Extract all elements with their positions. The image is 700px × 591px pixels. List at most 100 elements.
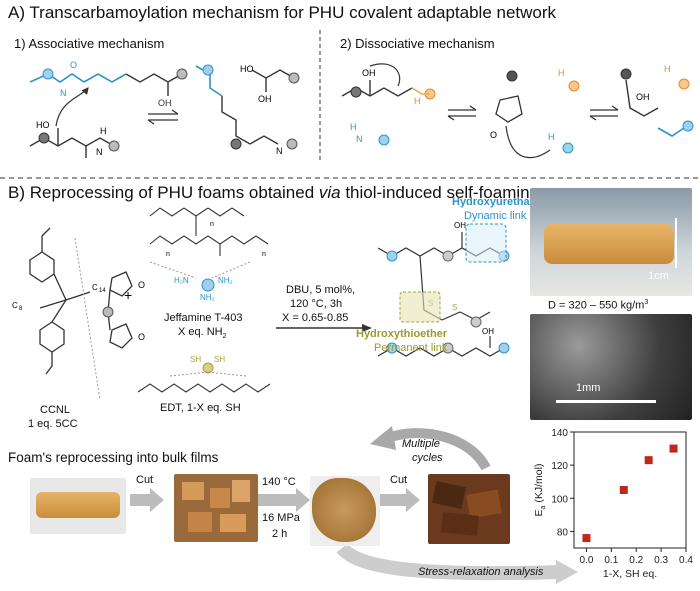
ccnl-label: CCNL [40, 404, 70, 416]
condition-catalyst: DBU, 5 mol%, [286, 284, 356, 296]
svg-text:OH: OH [362, 68, 376, 78]
y-tick-label: 140 [551, 428, 568, 439]
panel-a-title: A) Transcarbamoylation mechanism for PHU… [8, 3, 557, 22]
hydroxythioether-label: Hydroxythioether [356, 328, 448, 340]
data-point [669, 444, 678, 453]
svg-text:OH: OH [454, 221, 466, 230]
data-point [619, 486, 628, 494]
svg-text:N: N [276, 146, 283, 156]
ccnl-eq-label: 1 eq. 5CC [28, 418, 78, 430]
press-pressure: 16 MPa [262, 512, 300, 524]
cut-film-photo [428, 474, 510, 544]
y-tick-label: 120 [551, 461, 568, 472]
jeffamine-eq-label: X eq. NH2 [178, 326, 227, 341]
reprocess-title: Foam's reprocessing into bulk films [8, 450, 219, 465]
associative-reactant-urethane [29, 73, 127, 83]
associative-heading: 1) Associative mechanism [14, 36, 165, 51]
svg-text:S: S [452, 303, 457, 312]
press-temp: 140 °C [262, 476, 296, 488]
svg-text:14: 14 [99, 288, 106, 294]
cut-label-1: Cut [136, 474, 154, 486]
svg-text:O: O [490, 130, 497, 140]
svg-text:SH: SH [214, 355, 225, 364]
plot-frame [573, 431, 687, 549]
svg-text:C: C [92, 283, 98, 292]
svg-text:O: O [138, 280, 145, 290]
svg-text:N: N [60, 88, 67, 98]
svg-text:H: H [548, 132, 555, 142]
x-tick-label: 0.3 [654, 555, 668, 566]
multiple-label: Multiple [402, 438, 440, 450]
x-tick-label: 0.1 [604, 555, 618, 566]
condition-x: X = 0.65-0.85 [282, 312, 349, 324]
svg-text:N: N [96, 147, 103, 157]
cycles-label: cycles [412, 452, 443, 464]
svg-text:N: N [356, 134, 363, 144]
arrow-cut-2 [380, 488, 420, 512]
blue-node [42, 68, 54, 80]
panel-b-title: B) Reprocessing of PHU foams obtained vi… [8, 183, 540, 202]
svg-text:H: H [414, 96, 421, 106]
scale-1mm-label: 1mm [576, 382, 601, 394]
svg-text:H: H [664, 64, 671, 74]
grey-node [176, 68, 188, 80]
svg-text:O: O [70, 60, 77, 70]
svg-text:H: H [100, 126, 107, 136]
svg-text:H: H [558, 68, 565, 78]
condition-temperature: 120 °C, 3h [290, 298, 343, 310]
svg-text:OH: OH [636, 92, 650, 102]
press-time: 2 h [272, 528, 288, 540]
stress-arrow [336, 543, 561, 581]
y-tick-label: 80 [557, 527, 569, 538]
cut-pieces-photo [174, 474, 258, 542]
foam-sample-photo [30, 478, 126, 534]
data-point [644, 456, 653, 465]
stress-relaxation-label: Stress-relaxation analysis [418, 566, 544, 578]
svg-text:H: H [350, 122, 357, 132]
svg-text:n: n [210, 221, 214, 228]
scale-bar-1mm [556, 400, 656, 403]
scale-1cm-label: 1cm [648, 270, 669, 282]
edt-label: EDT, 1-X eq. SH [160, 402, 241, 414]
jeffamine-label: Jeffamine T-403 [164, 312, 243, 324]
edt-structure [137, 383, 271, 393]
y-axis-label: Ea (KJ/mol) [533, 464, 547, 517]
jeffamine-structure [149, 207, 269, 256]
svg-text:n: n [166, 251, 170, 258]
arrow-press [258, 488, 310, 512]
svg-text:NH₂: NH₂ [218, 276, 233, 285]
svg-text:C: C [12, 301, 18, 310]
dissociative-heading: 2) Dissociative mechanism [340, 36, 495, 51]
cycle-arrow [386, 428, 491, 471]
dynamic-link-label: Dynamic link [464, 210, 527, 222]
permanent-link-label: Permanent link [374, 342, 448, 354]
ccnl-structure [29, 227, 91, 375]
svg-text:n: n [262, 251, 266, 258]
y-tick-label: 100 [551, 494, 568, 505]
svg-text:HO: HO [240, 64, 254, 74]
permanent-link-box [399, 291, 441, 323]
density-label: D = 320 – 550 kg/m3 [548, 299, 649, 312]
cut-label-2: Cut [390, 474, 408, 486]
svg-text:O: O [138, 332, 145, 342]
x-tick-label: 0.4 [679, 555, 693, 566]
svg-text:H₂N: H₂N [174, 276, 189, 285]
x-axis-label: 1-X, SH eq. [603, 568, 657, 580]
dynamic-link-box [465, 223, 507, 263]
svg-text:SH: SH [190, 355, 201, 364]
svg-text:+: + [124, 287, 132, 303]
sem-image: 1mm [530, 314, 692, 420]
svg-text:NH₂: NH₂ [200, 293, 215, 302]
hydroxyurethane-label: Hydroxyurethane [452, 196, 543, 208]
arrow-cut-1 [130, 488, 164, 512]
scale-bar-1cm [675, 218, 677, 268]
x-tick-label: 0.0 [579, 555, 593, 566]
svg-text:HO: HO [36, 120, 50, 130]
svg-text:8: 8 [19, 306, 23, 312]
svg-text:OH: OH [482, 327, 494, 336]
film-photo [310, 476, 380, 546]
svg-text:OH: OH [158, 98, 172, 108]
svg-text:OH: OH [258, 94, 272, 104]
